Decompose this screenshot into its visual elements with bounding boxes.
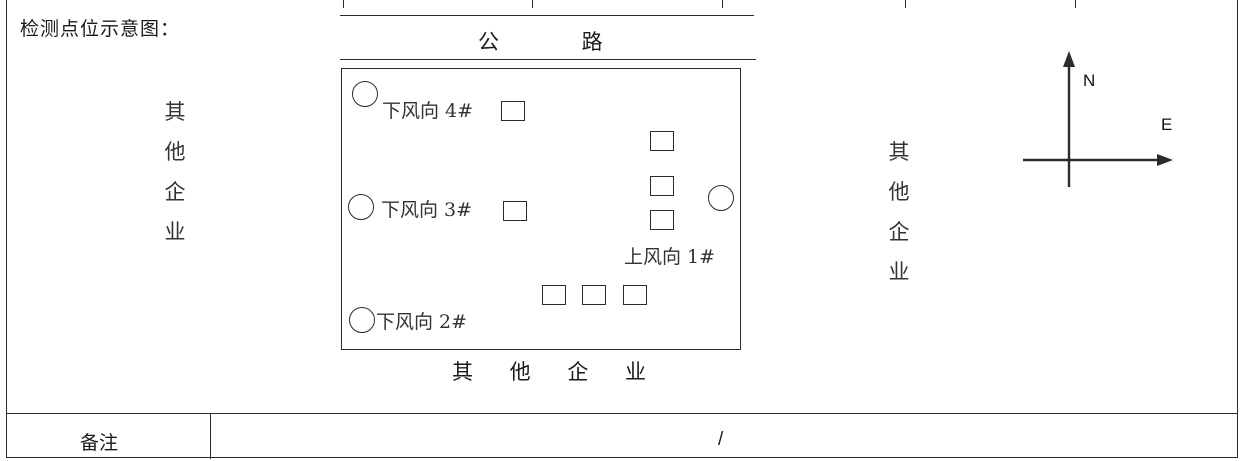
site-boundary (341, 68, 741, 350)
notes-column-divider (210, 413, 211, 459)
source-square (650, 176, 674, 196)
source-square (501, 101, 525, 121)
bottom-neighbour-label: 其 他 企 业 (452, 360, 662, 384)
source-square (542, 285, 566, 305)
source-square (582, 285, 606, 305)
monitoring-point-marker (349, 307, 375, 333)
upper-row-divider (905, 0, 906, 8)
upper-row-divider (722, 0, 723, 8)
point-label-downwind-4: 下风向 4# (382, 100, 474, 122)
point-label-downwind-3: 下风向 3# (381, 199, 473, 221)
compass-east-label: E (1161, 115, 1173, 134)
compass-north-label: N (1083, 71, 1096, 90)
compass-arrows-icon (1023, 51, 1173, 187)
point-label-upwind-1: 上风向 1# (624, 246, 716, 268)
road-label: 公 路 (478, 30, 641, 54)
table-border (6, 0, 1238, 458)
notes-value: / (718, 429, 724, 450)
left-neighbour-label: 其 他 企 业 (164, 100, 186, 244)
upper-row-divider (532, 0, 533, 8)
notes-label: 备注 (80, 433, 119, 454)
monitoring-point-marker (348, 194, 374, 220)
notes-row-divider (6, 413, 1238, 414)
source-square (503, 201, 527, 221)
upper-row-divider (1075, 0, 1076, 8)
monitoring-point-marker (708, 185, 734, 211)
source-square (623, 285, 647, 305)
compass: N E (1015, 45, 1185, 195)
road-line-top (340, 15, 754, 16)
monitoring-point-marker (352, 81, 378, 107)
right-neighbour-label: 其 他 企 业 (888, 140, 910, 284)
point-label-downwind-2: 下风向 2# (376, 311, 468, 333)
diagram-title: 检测点位示意图： (20, 18, 181, 40)
road-line-bottom (340, 59, 756, 60)
source-square (650, 131, 674, 151)
upper-row-divider (343, 0, 344, 8)
source-square (650, 210, 674, 230)
